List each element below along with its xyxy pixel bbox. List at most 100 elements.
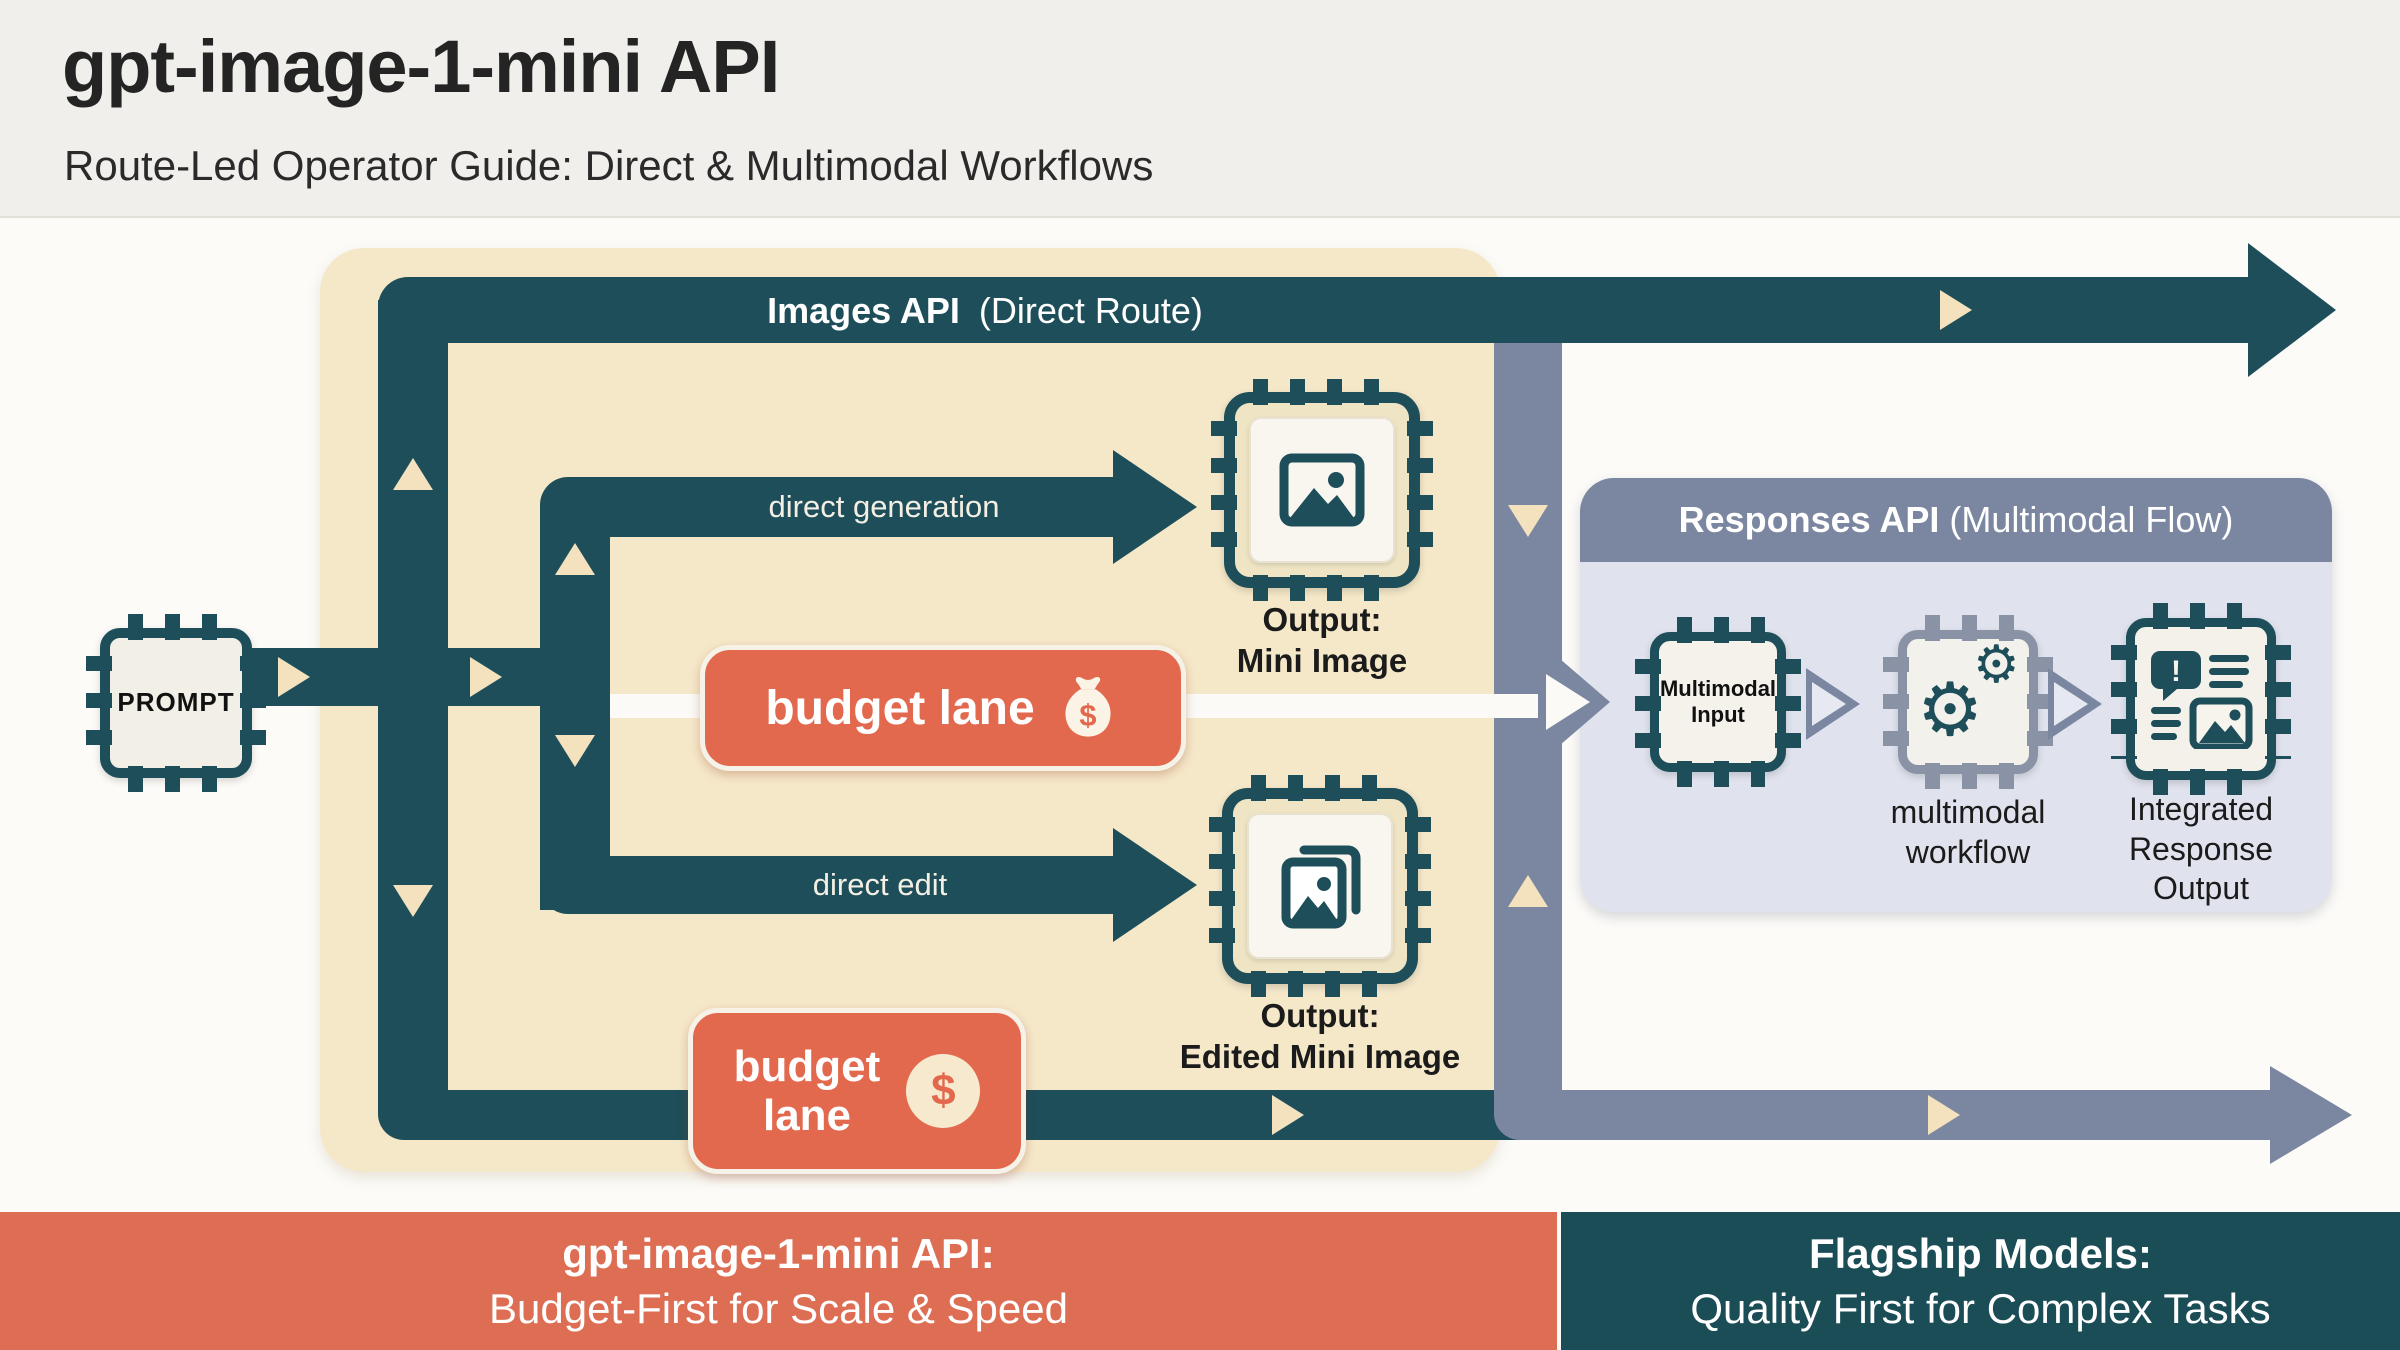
flow-chevron-up-icon (393, 455, 433, 490)
chip-pins (1253, 575, 1397, 601)
chip-pins (1925, 763, 2017, 789)
svg-text:$: $ (1079, 698, 1096, 733)
responses-step-arrow-inner-icon (1812, 682, 1849, 726)
gear-icon: ⚙ (1973, 635, 2020, 695)
responses-step-arrow-inner-icon (2054, 682, 2091, 726)
header-band (0, 0, 2400, 218)
images-api-route-label-rest: (Direct Route) (978, 290, 1203, 331)
output-mini-image-label-line1: Output: (1262, 601, 1382, 638)
flow-chevron-up-icon (1508, 872, 1548, 907)
direct-generation-label: direct generation (768, 489, 1000, 524)
direct-edit-arrowhead-icon (1113, 828, 1200, 942)
flow-chevron-down-icon (555, 735, 595, 770)
chip-pins (128, 766, 230, 792)
gear-icon: ⚙ (1917, 667, 1984, 753)
page-subtitle: Route-Led Operator Guide: Direct & Multi… (64, 142, 1154, 189)
chip-pins (2153, 769, 2255, 795)
images-api-route-label-bold: Images API (767, 290, 960, 331)
output-edited-image-label: Output: Edited Mini Image (1180, 996, 1461, 1078)
flow-chevron-right-icon (1940, 290, 1975, 330)
image-icon (1279, 453, 1365, 527)
chip-pins (1677, 761, 1765, 787)
bottom-slate-arrowhead-icon (2270, 1066, 2355, 1164)
chip-pins (1211, 421, 1237, 565)
flow-chevron-right-icon (470, 657, 505, 697)
chip-pins (1775, 659, 1801, 751)
output-mini-image-label-line2: Mini Image (1236, 641, 1408, 679)
chip-pins (1209, 817, 1235, 961)
flagship-banner-line2: Quality First for Complex Tasks (1690, 1285, 2271, 1332)
workflow-gears-chip: ⚙ ⚙ (1883, 615, 2053, 789)
responses-api-header-bold: Responses API (1678, 499, 1940, 540)
flow-chevron-right-icon (1272, 1095, 1307, 1135)
dollar-coin-icon: $ (906, 1054, 981, 1128)
budget-lane-pill-1-label: budget lane (765, 681, 1035, 735)
chip-pins (1251, 775, 1395, 801)
output-edited-image-label-line1: Output: (1260, 997, 1380, 1034)
output-mini-image-label: Output: Mini Image (1237, 600, 1408, 682)
flow-chevron-right-icon (278, 657, 313, 697)
chip-pins (86, 656, 112, 756)
chip-pins (1405, 817, 1431, 961)
svg-text:!: ! (2171, 655, 2181, 688)
budget-lane-pill-1: budget lane $ (700, 645, 1186, 771)
integrated-response-card: ! (2145, 637, 2257, 761)
integrated-response-label-line2: Response (2128, 830, 2274, 867)
chip-pins (2111, 645, 2137, 759)
edited-image-card (1247, 813, 1393, 959)
workflow-label-line2: workflow (1905, 833, 2031, 870)
chip-pins (1253, 379, 1397, 405)
chip-pins (1677, 617, 1765, 643)
bottom-slate-route (1494, 1090, 2272, 1140)
stacked-photos-icon (1281, 845, 1361, 929)
workflow-label: multimodal workflow (1891, 793, 2046, 872)
money-bag-icon: $ (1065, 676, 1111, 737)
budget-lane-pill-2-label: budget lane (734, 1042, 881, 1141)
budget-lane-pill-2: budget lane $ (688, 1008, 1026, 1174)
prompt-chip-label: PROMPT (117, 687, 235, 718)
prompt-chip: PROMPT (86, 614, 266, 792)
budget-lane-pill-2-line2: lane (762, 1091, 852, 1140)
flow-chevron-right-icon (1928, 1095, 1963, 1135)
budget-lane-pill-2-line1: budget (733, 1041, 881, 1091)
direct-generation-arrowhead-icon (1113, 450, 1200, 564)
direct-generation-arrow (540, 477, 1115, 537)
integrated-response-label-line1: Integrated (2128, 791, 2274, 827)
images-api-route-label: Images API (Direct Route) (767, 290, 1203, 332)
images-api-route-arrow (378, 277, 2250, 343)
integrated-response-chip: ! (2111, 603, 2291, 795)
images-api-arrowhead-icon (2248, 243, 2339, 377)
responses-entry-arrowhead-inner-icon (1546, 674, 1593, 730)
responses-api-header: Responses API (Multimodal Flow) (1580, 478, 2332, 562)
chip-pins (1407, 421, 1433, 565)
multimodal-input-chip: Multimodal Input (1635, 617, 1801, 787)
output-mini-image-chip (1211, 379, 1433, 601)
chip-pins (2153, 603, 2255, 629)
dollar-glyph: $ (931, 1066, 956, 1115)
flow-chevron-up-icon (555, 540, 595, 575)
chip-pins (1883, 657, 1909, 753)
flow-chevron-down-icon (393, 885, 433, 920)
chip-pins (1251, 971, 1395, 997)
flow-chevron-down-icon (1508, 505, 1548, 540)
workflow-label-line1: multimodal (1890, 794, 2046, 830)
multimodal-input-line2: Input (1691, 702, 1745, 727)
budget-banner-line1: gpt-image-1-mini API: (562, 1229, 995, 1277)
responses-api-header-rest: (Multimodal Flow) (1949, 499, 2234, 540)
chip-pins (2265, 645, 2291, 759)
chip-pins (1925, 615, 2017, 641)
flagship-banner-line1: Flagship Models: (1808, 1229, 2152, 1277)
output-edited-image-chip (1209, 775, 1431, 997)
integrated-response-label: Integrated Response Output (2129, 790, 2273, 909)
multimodal-input-line1: Multimodal (1659, 675, 1777, 701)
output-edited-image-label-line2: Edited Mini Image (1179, 1037, 1461, 1075)
budget-banner-line2: Budget-First for Scale & Speed (489, 1285, 1068, 1332)
multimodal-input-chip-label: Multimodal Input (1659, 641, 1777, 763)
budget-banner: gpt-image-1-mini API: Budget-First for S… (0, 1212, 1557, 1350)
integrated-response-label-line3: Output (2152, 870, 2250, 907)
page-title: gpt-image-1-mini API (62, 25, 780, 108)
chip-pins (1635, 659, 1661, 751)
chip-pins (128, 614, 230, 640)
flagship-banner: Flagship Models: Quality First for Compl… (1561, 1212, 2400, 1350)
